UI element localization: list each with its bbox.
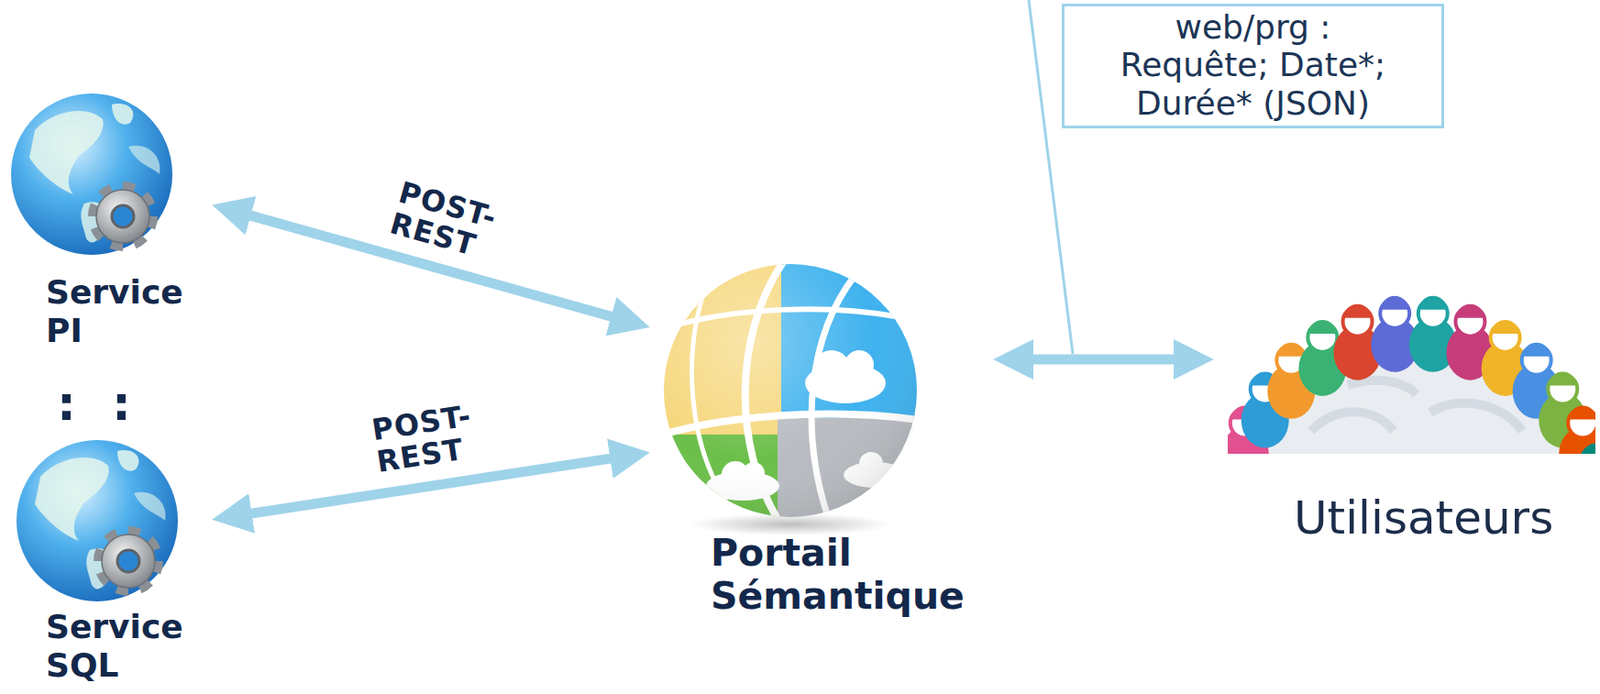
node-text: Service SQL xyxy=(45,607,184,685)
node-text: Portail Sémantique xyxy=(710,531,965,618)
node-text: Service PI xyxy=(45,273,184,350)
callout-box: web/prg : Requête; Date*; Durée* (JSON) xyxy=(1061,3,1445,129)
portal-globe-icon xyxy=(662,262,925,536)
node-text: Utilisateurs xyxy=(1293,492,1554,546)
node-text: web/prg : Requête; Date*; Durée* (JSON) xyxy=(1107,8,1400,122)
users-node: Utilisateurs xyxy=(1219,258,1598,551)
service-node: Service PI xyxy=(9,87,207,354)
person-figure xyxy=(1572,442,1596,454)
edge-label: POST- REST xyxy=(386,176,501,265)
service-pi-icon xyxy=(11,93,173,255)
ellipsis-mark: : xyxy=(56,379,77,428)
users-illustration xyxy=(1207,262,1600,694)
service-sql-icon xyxy=(16,440,178,602)
edge-label: POST- REST xyxy=(369,399,479,479)
portal-node: Portail Sémantique xyxy=(655,256,988,622)
service-node: Service SQL xyxy=(9,438,207,688)
double-arrow xyxy=(1031,354,1176,365)
ellipsis-mark: : xyxy=(111,379,132,428)
